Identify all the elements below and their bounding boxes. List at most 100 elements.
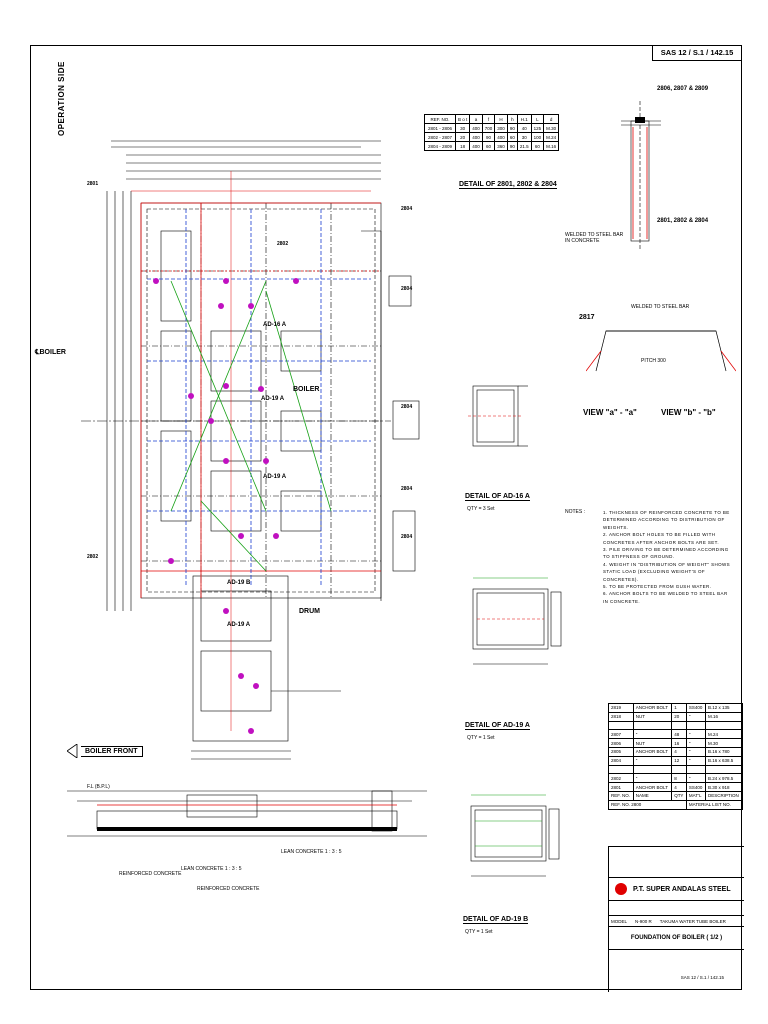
table-cell bbox=[671, 764, 687, 775]
detail-16a-qty: QTY = 3 Set bbox=[467, 506, 495, 512]
note-item: 1. THICKNESS OF REINFORCED CONCRETE TO B… bbox=[603, 510, 730, 530]
ad-label-4: AD-19 B bbox=[227, 580, 251, 586]
table-cell: 60 bbox=[481, 141, 496, 151]
table-header: H.1 bbox=[516, 114, 532, 124]
table-cell: B.16 x 780 bbox=[705, 746, 743, 757]
anchor-bolt-detail bbox=[621, 101, 661, 251]
table-cell: ANCHOR BOLT bbox=[632, 703, 673, 713]
table-cell: 1 bbox=[671, 703, 687, 713]
table-cell: 2804 bbox=[608, 755, 634, 766]
table-cell: 30 bbox=[516, 132, 532, 142]
table-cell: 18 bbox=[454, 141, 471, 151]
table-cell: 2801 - 2806 bbox=[424, 123, 456, 133]
detail-ad-19a bbox=[472, 577, 562, 665]
welded-note: WELDED TO STEEL BAR IN CONCRETE bbox=[565, 232, 624, 244]
table-cell: SS400 bbox=[685, 703, 707, 713]
table-cell: 60 bbox=[506, 132, 518, 142]
table-row bbox=[608, 764, 743, 775]
table-cell: 700 bbox=[481, 123, 496, 133]
ref-no-cell: REF. NO. 2800 bbox=[608, 799, 687, 810]
drawing-number-box: SAS 12 / S.1 / 142.15 bbox=[652, 46, 741, 61]
table-cell: 2802 - 2807 bbox=[424, 132, 456, 142]
pad-label-2: 2802 bbox=[277, 241, 289, 247]
notes-list: 1. THICKNESS OF REINFORCED CONCRETE TO B… bbox=[603, 509, 733, 605]
table-header: B o t bbox=[454, 114, 471, 124]
table-cell: B.24 x 978.5 bbox=[705, 773, 743, 784]
section-view bbox=[67, 790, 427, 837]
table-cell: B.12 x 135 bbox=[705, 703, 743, 713]
table-header: a bbox=[469, 114, 483, 124]
table-cell: 2804 - 2809 bbox=[424, 141, 456, 151]
table-header: L bbox=[530, 114, 545, 124]
table-cell: 4 bbox=[671, 746, 687, 757]
model-desc: TAKUMA WATER TUBE BOILER bbox=[659, 918, 726, 924]
pad-label-3: 2804 bbox=[401, 206, 413, 212]
pad-label-8: 2804 bbox=[401, 534, 413, 540]
table-header-row: REF. NO. B o t a f H h H.1 L d bbox=[424, 114, 560, 124]
reinforced-concrete-label-2: REINFORCED CONCRETE bbox=[197, 886, 260, 892]
table-cell: " bbox=[632, 755, 673, 766]
lean-concrete-label-2: LEAN CONCRETE 1 : 3 : 5 bbox=[281, 849, 342, 855]
bent-bar-welded: WELDED TO STEEL BAR bbox=[631, 304, 690, 310]
table-header: H bbox=[494, 114, 508, 124]
table-cell: " bbox=[685, 711, 707, 722]
company-name: P.T. SUPER ANDALAS STEEL bbox=[633, 885, 731, 893]
table-cell: M.24 bbox=[543, 132, 560, 142]
fl-label: F.L (B.P.L) bbox=[87, 784, 110, 790]
table-cell: 30 bbox=[454, 123, 471, 133]
ad-label-2: AD-19 A bbox=[261, 396, 285, 402]
detail-19a-qty: QTY = 1 Set bbox=[467, 735, 495, 741]
table-cell: 20 bbox=[454, 132, 471, 142]
company-logo-icon bbox=[615, 883, 627, 895]
pad-label-5: 2804 bbox=[401, 404, 413, 410]
view-b-label: VIEW "b" - "b" bbox=[661, 408, 716, 417]
bent-bar-label: 2817 bbox=[579, 314, 595, 321]
boiler-center-label: BOILER bbox=[293, 386, 320, 393]
table-cell: SS400 bbox=[685, 782, 707, 792]
table-cell: 90 bbox=[481, 132, 496, 142]
table-cell bbox=[685, 764, 707, 775]
table-cell: B.30 x 918 bbox=[705, 782, 743, 792]
foundation-plan bbox=[81, 140, 420, 760]
operation-side-label: OPERATION SIDE bbox=[57, 61, 66, 136]
table-cell: 2802 bbox=[608, 773, 634, 784]
anchor-bottom-label: 2801, 2802 & 2804 bbox=[657, 218, 709, 224]
table-cell bbox=[671, 720, 687, 731]
reinforced-concrete-label-1: REINFORCED CONCRETE bbox=[119, 871, 182, 877]
table-cell: 60 bbox=[530, 141, 545, 151]
detail-19b-title: DETAIL OF AD-19 B bbox=[463, 916, 529, 924]
ad-label-5: AD-19 A bbox=[227, 622, 251, 628]
table-cell: 2806 bbox=[608, 738, 634, 748]
detail-title: DETAIL OF 2801, 2802 & 2804 bbox=[459, 181, 557, 189]
table-header: f bbox=[481, 114, 496, 124]
table-cell: 2807 bbox=[608, 729, 634, 740]
table-cell: " bbox=[685, 755, 707, 766]
ad-label-1: AD-16 A bbox=[263, 322, 287, 328]
boiler-front-arrow: BOILER FRONT bbox=[67, 744, 143, 758]
table-cell: 360 bbox=[494, 141, 508, 151]
table-cell bbox=[608, 720, 634, 731]
note-item: 3. PILE DRIVING TO BE DETERMINED ACCORDI… bbox=[603, 547, 729, 560]
note-item: 4. WEIGHT IN "DISTRIBUTION OF WEIGHT" SH… bbox=[603, 561, 731, 582]
table-cell: 90 bbox=[506, 123, 518, 133]
table-cell: M.16 bbox=[705, 711, 743, 722]
table-cell: " bbox=[685, 729, 707, 740]
table-header: REF. NO. bbox=[424, 114, 456, 124]
lean-concrete-label-1: LEAN CONCRETE 1 : 3 : 5 bbox=[181, 866, 242, 872]
table-header: REF. NO. bbox=[608, 790, 634, 801]
table-cell: 2805 bbox=[608, 746, 634, 757]
material-list-cell: MATERIAL LIST NO. bbox=[685, 799, 744, 810]
ad-label-3: AD-19 A bbox=[263, 474, 287, 480]
note-item: 6. ANCHOR BOLTS TO BE WELDED TO STEEL BA… bbox=[603, 591, 728, 604]
table-cell: 48 bbox=[671, 729, 687, 740]
table-cell: NUT bbox=[632, 711, 673, 722]
table-cell: 16 bbox=[671, 738, 687, 748]
table-cell: " bbox=[632, 729, 673, 740]
